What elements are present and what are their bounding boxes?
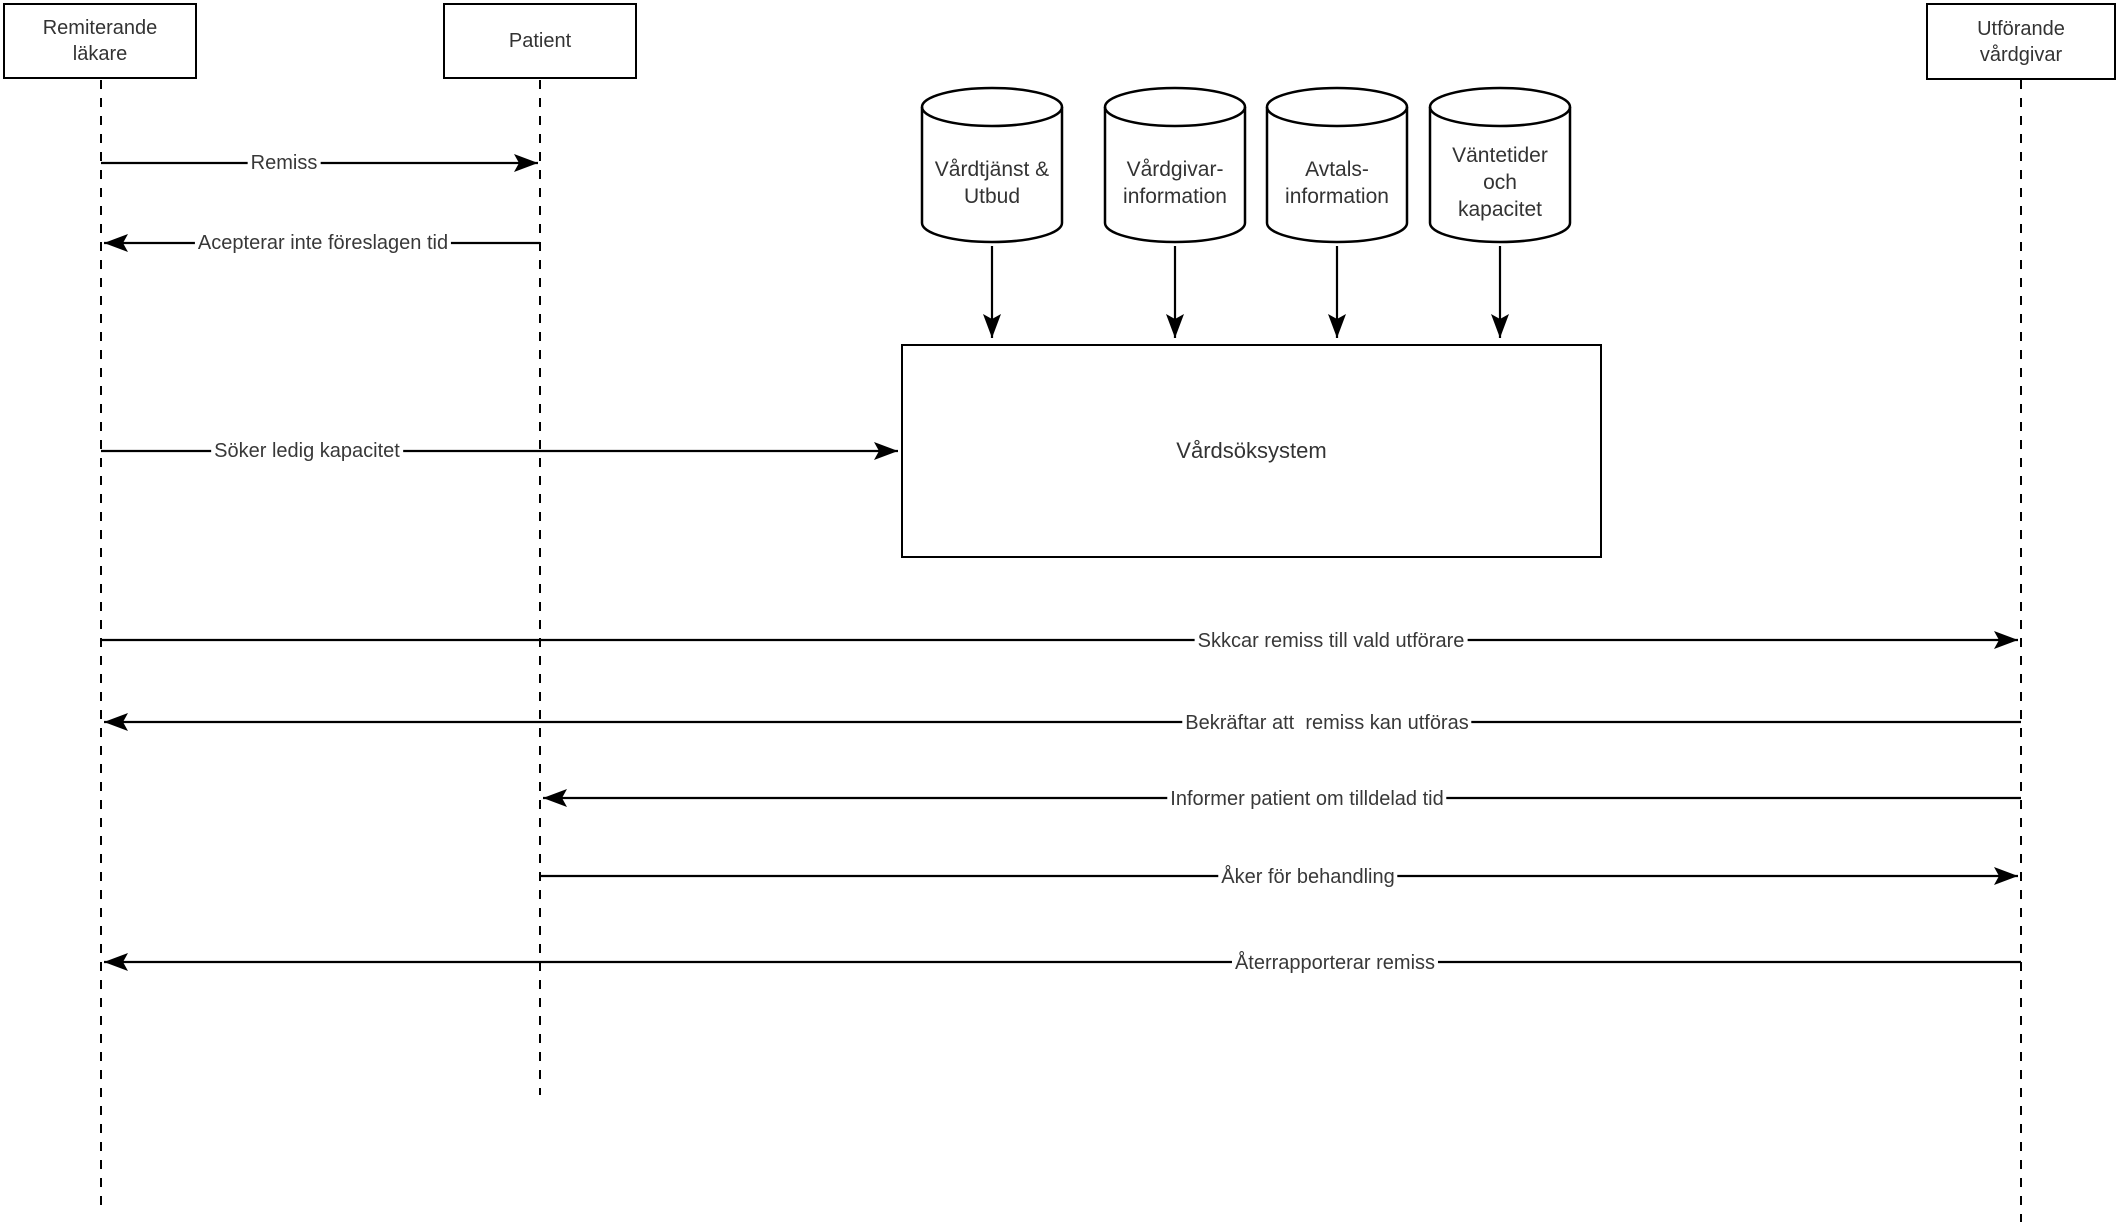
- message-label-soker-ledig-kapacitet: Söker ledig kapacitet: [211, 438, 403, 464]
- message-label-aterrapporterar: Återrapporterar remiss: [1231, 950, 1439, 976]
- actor-box-patient: Patient: [443, 3, 637, 79]
- system-box-vardsoksystem: Vårdsöksystem: [901, 344, 1602, 558]
- datastore-label-vardtjanst-utbud: Vårdtjänst & Utbud: [934, 158, 1050, 208]
- datastore-label-vantetider-kapacitet: Väntetider och kapacitet: [1452, 143, 1548, 221]
- actor-label-utforande-vardgivar: Utförande vårdgivar: [1977, 17, 2065, 66]
- actor-box-utforande-vardgivar: Utförande vårdgivar: [1926, 3, 2116, 80]
- actor-label-patient: Patient: [508, 30, 572, 52]
- system-label-vardsoksystem: Vårdsöksystem: [1176, 438, 1327, 463]
- actor-label-remiterande-lakare: Remiterande läkare: [42, 17, 158, 65]
- datastore-label-avtalsinformation: Avtals-information: [1285, 158, 1389, 208]
- datastore-cylinder-avtalsinformation: [1265, 86, 1409, 244]
- message-label-aker-for-behandling: Åker för behandling: [1218, 864, 1398, 890]
- datastore-cylinder-vardgivarinformation: [1103, 86, 1247, 244]
- message-label-bekraftar-remiss: Bekräftar att remiss kan utföras: [1182, 710, 1472, 736]
- actor-box-remiterande-lakare: Remiterande läkare: [3, 3, 197, 79]
- datastore-label-vardgivarinformation: Vårdgivar-information: [1123, 158, 1227, 208]
- message-label-remiss: Remiss: [247, 150, 321, 176]
- message-label-accepterar-inte: Acepterar inte föreslagen tid: [194, 230, 452, 256]
- datastore-cylinder-vantetider-kapacitet: [1428, 86, 1572, 244]
- message-label-skickar-remiss: Skkcar remiss till vald utförare: [1194, 628, 1468, 654]
- datastore-cylinder-vardtjanst-utbud: [920, 86, 1064, 244]
- message-label-informerar-patient: Informer patient om tilldelad tid: [1167, 786, 1447, 812]
